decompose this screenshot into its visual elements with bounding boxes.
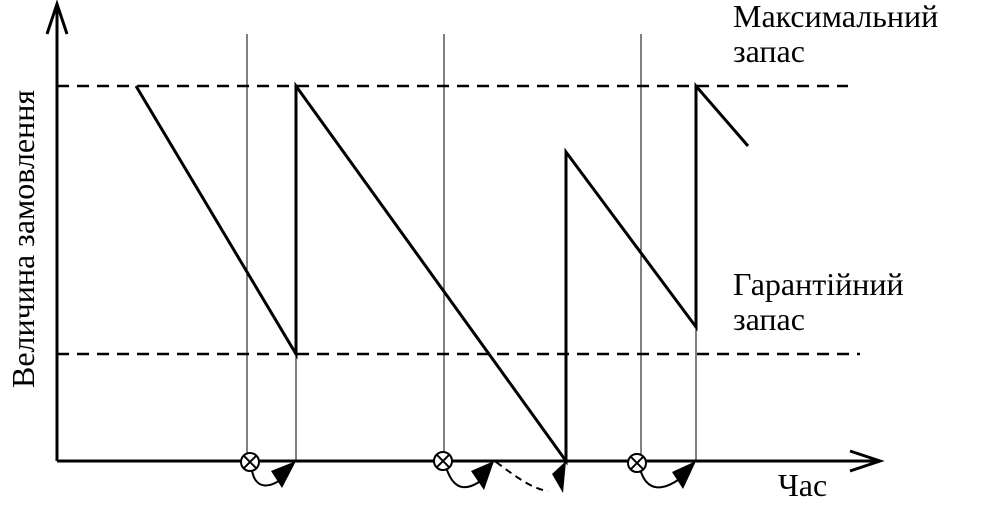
arrowhead-icon [471,461,494,490]
safety-stock-label-line2: запас [733,301,805,337]
lead-time-arrow-3 [640,471,679,489]
lead-time-delay-arrow [495,461,549,492]
order-markers [240,451,647,473]
axes [45,0,885,473]
x-axis-label: Час [778,467,827,503]
order-point-icon [433,451,453,471]
time-guides [246,34,697,461]
safety-stock-label-line1: Гарантійний [733,266,904,302]
y-axis-label: Величина замовлення [5,90,41,388]
arrowhead-icon [672,461,696,489]
reference-lines [57,84,860,356]
arrowheads [271,461,696,493]
arrowhead-icon [271,461,296,488]
order-point-icon [240,452,260,472]
order-point-icon [627,453,647,473]
lead-time-arrow-2 [446,469,483,489]
max-stock-label-line2: запас [733,33,805,69]
x-axis-arrowhead [849,449,885,473]
inventory-level-curve [134,81,750,466]
max-stock-label-line1: Максимальний [733,0,938,34]
lead-time-arrows [251,461,679,492]
arrowhead-icon [552,461,566,493]
y-axis-arrowhead [45,0,69,35]
